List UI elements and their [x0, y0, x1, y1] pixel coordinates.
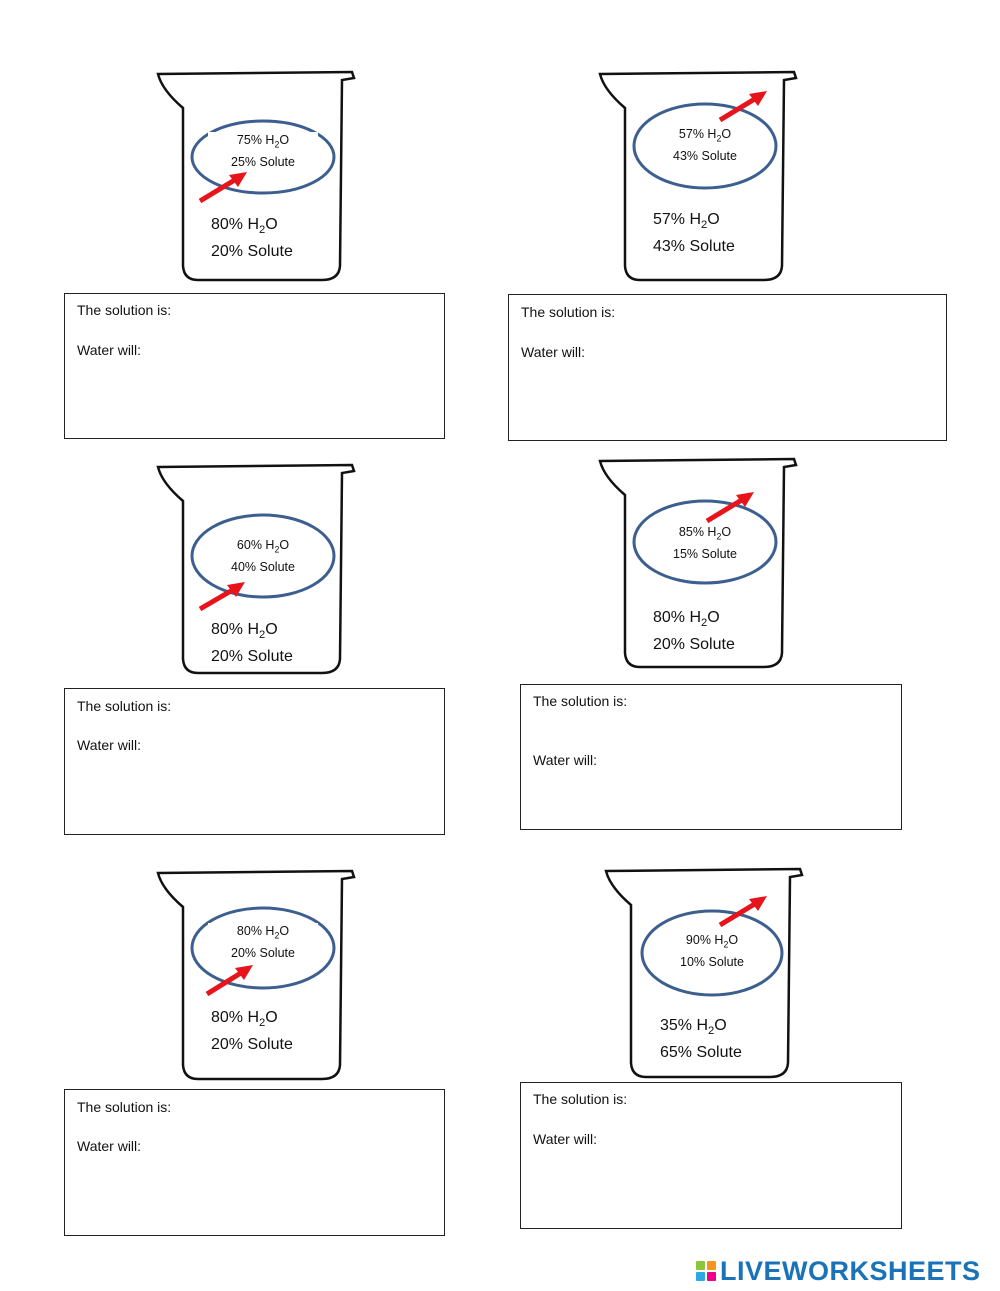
cell-concentration: 80% H2O 20% Solute — [208, 923, 318, 962]
solution-answer-input[interactable] — [190, 301, 434, 323]
logo-square — [707, 1261, 716, 1270]
outside-concentration: 57% H2O 43% Solute — [653, 209, 735, 258]
cell-ellipse — [640, 909, 784, 997]
outside-water: 80% H2O — [653, 609, 720, 630]
arrow-outward-icon — [718, 91, 767, 123]
outside-solute: 20% Solute — [211, 243, 293, 261]
prompt-solution: The solution is: — [533, 1091, 628, 1107]
cell-ellipse — [632, 499, 778, 585]
arrow-inward-icon — [205, 965, 253, 997]
prompt-solution: The solution is: — [521, 304, 616, 320]
outside-water: 80% H2O — [211, 1009, 278, 1030]
answer-box-4: The solution is: Water will: — [520, 684, 902, 830]
beaker-1: 75% H2O 25% Solute 80% H2O 20% Solute — [150, 68, 360, 288]
cell-solute: 40% Solute — [231, 559, 295, 574]
outside-solute: 43% Solute — [653, 238, 735, 256]
cell-concentration: 60% H2O 40% Solute — [208, 537, 318, 576]
cell-water: 85% H2O — [678, 525, 732, 542]
beaker-4: 85% H2O 15% Solute 80% H2O 20% Solute — [592, 455, 802, 675]
logo-square — [696, 1261, 705, 1270]
arrow-inward-icon — [198, 172, 247, 204]
solution-answer-input[interactable] — [190, 1098, 434, 1120]
outside-concentration: 80% H2O 20% Solute — [653, 607, 735, 656]
prompt-solution: The solution is: — [77, 1099, 172, 1115]
prompt-water: Water will: — [533, 752, 598, 768]
outside-concentration: 80% H2O 20% Solute — [211, 214, 293, 263]
beaker-outline-icon — [604, 867, 804, 1079]
cell-solute: 25% Solute — [231, 154, 295, 169]
cell-ellipse — [190, 906, 336, 990]
logo-square — [707, 1272, 716, 1281]
arrow-outward-icon — [705, 492, 754, 524]
answer-box-3: The solution is: Water will: — [64, 688, 445, 835]
solution-answer-input[interactable] — [646, 1090, 890, 1112]
answer-box-6: The solution is: Water will: — [520, 1082, 902, 1229]
answer-box-5: The solution is: Water will: — [64, 1089, 445, 1236]
outside-water: 80% H2O — [211, 216, 278, 237]
logo-squares-icon — [696, 1261, 716, 1281]
outside-concentration: 80% H2O 20% Solute — [211, 619, 293, 668]
logo-square — [696, 1272, 705, 1281]
cell-solute: 10% Solute — [680, 954, 744, 969]
prompt-water: Water will: — [77, 737, 142, 753]
outside-solute: 20% Solute — [653, 636, 735, 654]
prompt-water: Water will: — [533, 1131, 598, 1147]
outside-water: 35% H2O — [660, 1017, 727, 1038]
outside-concentration: 35% H2O 65% Solute — [660, 1015, 742, 1064]
beaker-3: 60% H2O 40% Solute 80% H2O 20% Solute — [150, 461, 360, 681]
cell-ellipse — [632, 102, 778, 190]
prompt-solution: The solution is: — [77, 698, 172, 714]
cell-solute: 43% Solute — [673, 148, 737, 163]
answer-box-2: The solution is: Water will: — [508, 294, 947, 441]
cell-ellipse — [190, 119, 336, 195]
outside-solute: 65% Solute — [660, 1044, 742, 1062]
cell-water: 80% H2O — [236, 924, 290, 941]
solution-answer-input[interactable] — [190, 697, 434, 719]
beaker-outline-icon — [156, 70, 356, 282]
water-answer-input[interactable] — [160, 1137, 434, 1159]
cell-concentration: 75% H2O 25% Solute — [208, 132, 318, 171]
beaker-outline-icon — [598, 457, 798, 669]
answer-box-1: The solution is: Water will: — [64, 293, 445, 439]
outside-solute: 20% Solute — [211, 1036, 293, 1054]
arrow-outward-icon — [718, 896, 767, 928]
beaker-5: 80% H2O 20% Solute 80% H2O 20% Solute — [150, 867, 360, 1087]
water-answer-input[interactable] — [616, 751, 890, 773]
cell-concentration: 57% H2O 43% Solute — [650, 126, 760, 165]
cell-solute: 20% Solute — [231, 945, 295, 960]
water-answer-input[interactable] — [616, 1130, 890, 1152]
prompt-solution: The solution is: — [77, 302, 172, 318]
prompt-water: Water will: — [521, 344, 586, 360]
beaker-outline-icon — [598, 70, 798, 282]
outside-solute: 20% Solute — [211, 648, 293, 666]
liveworksheets-logo: LIVEWORKSHEETS — [696, 1255, 981, 1287]
outside-water: 80% H2O — [211, 621, 278, 642]
logo-text: LIVEWORKSHEETS — [720, 1255, 981, 1286]
water-answer-input[interactable] — [604, 343, 928, 365]
prompt-solution: The solution is: — [533, 693, 628, 709]
water-answer-input[interactable] — [160, 341, 434, 363]
solution-answer-input[interactable] — [634, 303, 928, 325]
cell-solute: 15% Solute — [673, 546, 737, 561]
solution-answer-input[interactable] — [646, 692, 890, 714]
water-answer-input[interactable] — [160, 736, 434, 758]
cell-water: 57% H2O — [678, 127, 732, 144]
cell-water: 90% H2O — [685, 933, 739, 950]
cell-concentration: 90% H2O 10% Solute — [657, 932, 767, 971]
outside-water: 57% H2O — [653, 211, 720, 232]
arrow-inward-icon — [198, 582, 245, 612]
prompt-water: Water will: — [77, 1138, 142, 1154]
cell-water: 75% H2O — [236, 133, 290, 150]
cell-concentration: 85% H2O 15% Solute — [650, 524, 760, 563]
outside-concentration: 80% H2O 20% Solute — [211, 1007, 293, 1056]
cell-ellipse — [190, 513, 336, 599]
cell-water: 60% H2O — [236, 538, 290, 555]
prompt-water: Water will: — [77, 342, 142, 358]
beaker-2: 57% H2O 43% Solute 57% H2O 43% Solute — [592, 68, 802, 288]
beaker-6: 90% H2O 10% Solute 35% H2O 65% Solute — [598, 865, 808, 1085]
